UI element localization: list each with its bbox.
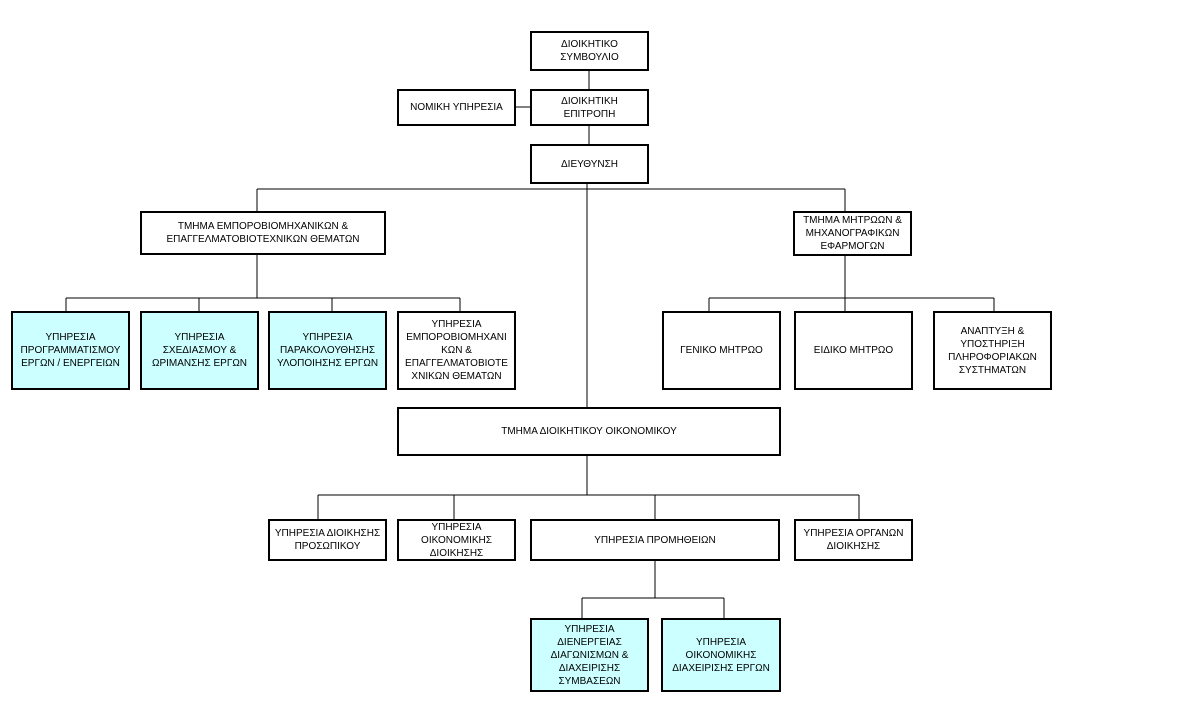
monitoring-service-box: ΥΠΗΡΕΣΙΑ ΠΑΡΑΚΟΛΟΥΘΗΣΗΣ ΥΛΟΠΟΙΗΣΗΣ ΕΡΓΩΝ [268, 311, 387, 390]
direction-box: ΔΙΕΥΘΥΝΣΗ [530, 144, 649, 184]
information-systems-box: ΑΝΑΠΤΥΞΗ & ΥΠΟΣΤΗΡΙΞΗ ΠΛΗΡΟΦΟΡΙΑΚΩΝ ΣΥΣΤ… [933, 311, 1052, 390]
project-finance-service-box: ΥΠΗΡΕΣΙΑ ΟΙΚΟΝΟΜΙΚΗΣ ΔΙΑΧΕΙΡΙΣΗΣ ΕΡΓΩΝ [661, 618, 781, 692]
registries-department-box: ΤΜΗΜΑ ΜΗΤΡΩΩΝ & ΜΗΧΑΝΟΓΡΑΦΙΚΩΝ ΕΦΑΡΜΟΓΩΝ [793, 211, 912, 256]
general-registry-box: ΓΕΝΙΚΟ ΜΗΤΡΩΟ [662, 311, 781, 390]
admin-finance-department-box: ΤΜΗΜΑ ΔΙΟΙΚΗΤΙΚΟΥ ΟΙΚΟΝΟΜΙΚΟΥ [397, 407, 781, 456]
executive-committee-box: ΔΙΟΙΚΗΤΙΚΗ ΕΠΙΤΡΟΠΗ [530, 89, 649, 126]
commercial-service-box: ΥΠΗΡΕΣΙΑ ΕΜΠΟΡΟΒΙΟΜΗΧΑΝΙ ΚΩΝ & ΕΠΑΓΓΕΛΜΑ… [397, 311, 516, 390]
board-box: ΔΙΟΙΚΗΤΙΚΟ ΣΥΜΒΟΥΛΙΟ [530, 31, 649, 71]
tenders-service-box: ΥΠΗΡΕΣΙΑ ΔΙΕΝΕΡΓΕΙΑΣ ΔΙΑΓΩΝΙΣΜΩΝ & ΔΙΑΧΕ… [530, 618, 649, 692]
governing-bodies-service-box: ΥΠΗΡΕΣΙΑ ΟΡΓΑΝΩΝ ΔΙΟΙΚΗΣΗΣ [794, 519, 913, 561]
special-registry-box: ΕΙΔΙΚΟ ΜΗΤΡΩΟ [794, 311, 913, 390]
procurement-service-box: ΥΠΗΡΕΣΙΑ ΠΡΟΜΗΘΕΙΩΝ [530, 519, 780, 561]
design-service-box: ΥΠΗΡΕΣΙΑ ΣΧΕΔΙΑΣΜΟΥ & ΩΡΙΜΑΝΣΗΣ ΕΡΓΩΝ [140, 311, 259, 390]
personnel-service-box: ΥΠΗΡΕΣΙΑ ΔΙΟΙΚΗΣΗΣ ΠΡΟΣΩΠΙΚΟΥ [268, 519, 387, 561]
legal-service-box: ΝΟΜΙΚΗ ΥΠΗΡΕΣΙΑ [397, 89, 516, 126]
programming-service-box: ΥΠΗΡΕΣΙΑ ΠΡΟΓΡΑΜΜΑΤΙΣΜΟΥ ΕΡΓΩΝ / ΕΝΕΡΓΕΙ… [11, 311, 130, 390]
financial-admin-service-box: ΥΠΗΡΕΣΙΑ ΟΙΚΟΝΟΜΙΚΗΣ ΔΙΟΙΚΗΣΗΣ [397, 519, 516, 561]
commercial-department-box: ΤΜΗΜΑ ΕΜΠΟΡΟΒΙΟΜΗΧΑΝΙΚΩΝ & ΕΠΑΓΓΕΛΜΑΤΟΒΙ… [140, 211, 386, 255]
